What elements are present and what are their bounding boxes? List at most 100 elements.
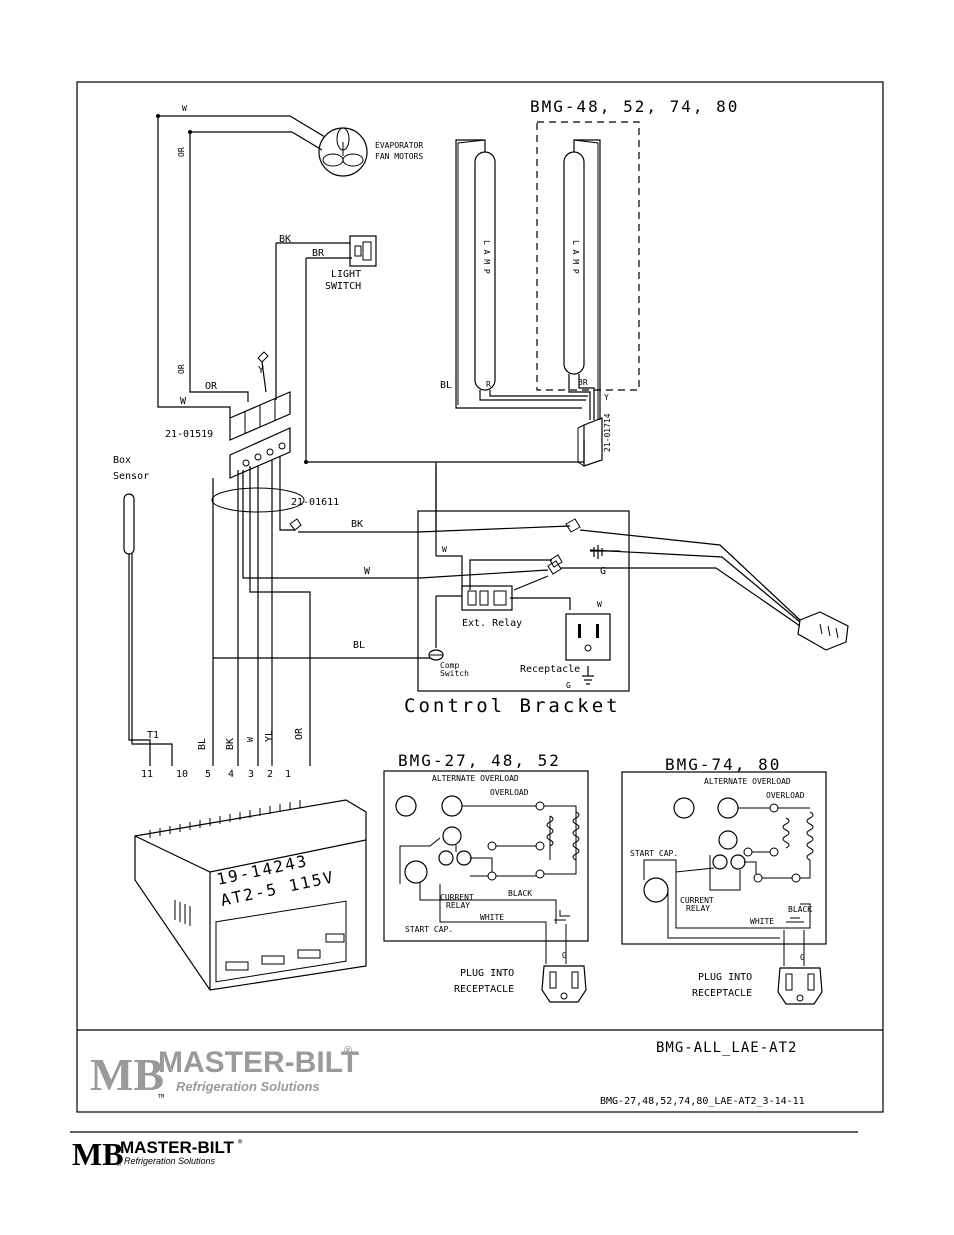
wire-nut-bracket-top [565, 518, 581, 533]
light-switch-icon [349, 235, 377, 267]
footer-logo-tm: TM [116, 1162, 121, 1167]
title-block-logo: MB MASTER-BILT ® Refrigeration Solutions… [90, 1045, 359, 1100]
left-current-relay-1: CURRENT [440, 893, 474, 902]
wire-label-or-mid: OR [177, 364, 186, 374]
optional-lamp-dashed-box [536, 121, 640, 391]
connector-c-label: 21-01714 [603, 413, 612, 452]
fan-motors-label: FAN MOTORS [375, 152, 423, 161]
wire-label-bk-bracket: BK [351, 519, 363, 530]
connector-21-01519 [229, 391, 291, 441]
wire-label-w-bracket-v: W [442, 545, 447, 554]
right-g-label: G [800, 953, 805, 962]
wire-label-w-connector: W [180, 396, 187, 407]
wire-label-y-lamp: Y [604, 393, 609, 402]
top-model-title: BMG-48, 52, 74, 80 [530, 97, 739, 116]
left-plug-label-2: RECEPTACLE [454, 984, 514, 995]
drawing-file: BMG-27,48,52,74,80_LAE-AT2_3-14-11 [600, 1096, 805, 1107]
ext-relay-label: Ext. Relay [462, 618, 522, 629]
fan-wires [156, 114, 292, 418]
wire-label-br-lamp: BR [578, 378, 588, 387]
connector-a-label: 21-01519 [165, 429, 213, 440]
left-alt-overload-label: ALTERNATE OVERLOAD [432, 774, 519, 783]
wire-label-bl-bracket: BL [353, 640, 365, 651]
control-bracket-label: Control Bracket [404, 695, 621, 717]
wire-label-bl-lamp: BL [440, 380, 452, 391]
terminal-5: 5 [205, 769, 211, 780]
wire-label-w-term: W [246, 737, 255, 742]
title-logo-word: MASTER-BILT [158, 1046, 359, 1079]
drawing-name: BMG-ALL_LAE-AT2 [656, 1040, 797, 1056]
right-schematic-title: BMG-74, 80 [665, 755, 781, 774]
wire-label-yl-term: YL [264, 730, 275, 742]
terminal-2: 2 [267, 769, 273, 780]
footer-logo-mark: MB [72, 1136, 124, 1172]
wire-label-w-top: W [182, 104, 187, 113]
drawing-frame [76, 81, 884, 1113]
receptacle-label: Receptacle [520, 664, 580, 675]
box-sensor-probe [123, 493, 173, 766]
controller-icon [134, 799, 367, 991]
left-white-label: WHITE [480, 913, 504, 922]
comp-switch-label-1: Comp [440, 661, 459, 670]
wire-label-w-bracket: W [364, 566, 371, 577]
lamp-label-right: L A M P [571, 240, 580, 274]
right-current-relay-2: RELAY [686, 904, 710, 913]
connector-b-label: 21-01611 [291, 497, 339, 508]
left-schematic-title: BMG-27, 48, 52 [398, 751, 561, 770]
right-plug-icon [777, 967, 823, 1005]
left-g-label: G [562, 951, 567, 960]
connector-21-01611 [229, 427, 291, 479]
wire-label-g-bracket: G [600, 566, 606, 577]
left-plug-icon [541, 965, 587, 1003]
evaporator-label: EVAPORATOR [375, 141, 423, 150]
wire-nut-bracket-mid [547, 554, 563, 575]
terminal-t1-label: T1 [147, 730, 159, 741]
terminal-1: 1 [285, 769, 291, 780]
lamp-right [563, 139, 601, 420]
wire-nut-icon [257, 351, 269, 393]
right-plug-label-2: RECEPTACLE [692, 988, 752, 999]
ground-symbol-bracket [590, 545, 620, 559]
footer-logo-tagline: Refrigeration Solutions [124, 1156, 216, 1166]
lamp-label-left: L A M P [482, 240, 491, 274]
box-sensor-label-1: Box [113, 455, 131, 466]
terminal-4: 4 [228, 769, 234, 780]
terminal-wires [212, 456, 571, 766]
right-black-label: BLACK [788, 905, 812, 914]
right-schematic-wiring [643, 797, 814, 966]
ground-symbol-receptacle [582, 666, 594, 685]
wire-label-br-switch: BR [312, 248, 325, 259]
control-bracket-box [417, 510, 630, 692]
box-sensor-label-2: Sensor [113, 471, 149, 482]
wire-label-or-term: OR [294, 727, 305, 740]
wire-label-bl-term: BL [197, 738, 208, 750]
wire-label-w-receptacle: W [597, 600, 602, 609]
right-plug-label-1: PLUG INTO [698, 972, 752, 983]
power-cord-plug-icon [797, 611, 849, 651]
title-logo-mark: MB [90, 1049, 164, 1100]
terminal-3: 3 [248, 769, 254, 780]
right-alt-overload-label: ALTERNATE OVERLOAD [704, 777, 791, 786]
wire-label-g-receptacle: G [566, 681, 571, 690]
connector-21-01714 [577, 417, 603, 467]
evaporator-fan-icon [289, 115, 368, 177]
wire-nut-bk [289, 518, 302, 531]
right-schematic-box [621, 771, 827, 945]
footer-logo-word: MASTER-BILT [120, 1138, 235, 1157]
terminal-11: 11 [141, 769, 153, 780]
ext-relay-icon [461, 585, 513, 611]
footer-logo: MB MASTER-BILT ® TM Refrigeration Soluti… [72, 1136, 243, 1172]
wire-label-r-lamp: R [486, 380, 491, 389]
left-black-label: BLACK [508, 889, 532, 898]
wire-label-or-top: OR [177, 147, 186, 157]
title-logo-reg: ® [344, 1045, 352, 1057]
wire-label-or-connector: OR [205, 381, 218, 392]
bracket-wiring [435, 462, 801, 648]
right-white-label: WHITE [750, 917, 774, 926]
right-overload-label: OVERLOAD [766, 791, 805, 800]
comp-switch-label-2: Switch [440, 669, 469, 678]
footer-logo-reg: ® [238, 1138, 243, 1146]
left-current-relay-2: RELAY [446, 901, 470, 910]
receptacle-icon [565, 613, 611, 661]
